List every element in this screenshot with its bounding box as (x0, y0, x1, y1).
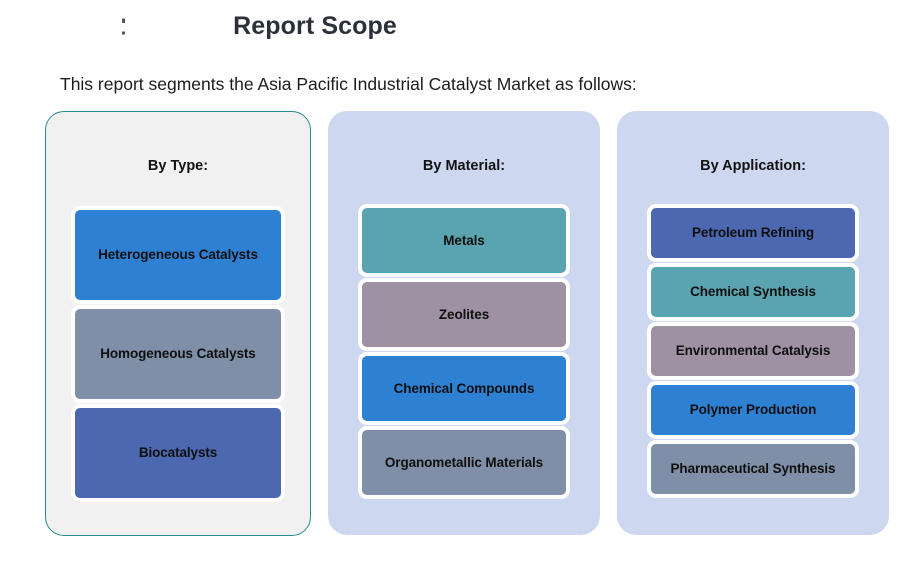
chip-environmental-catalysis[interactable]: Environmental Catalysis (647, 322, 859, 380)
chip-petroleum-refining[interactable]: Petroleum Refining (647, 204, 859, 262)
page-title: Report Scope (233, 12, 397, 40)
chip-stack-by-material: Metals Zeolites Chemical Compounds Organ… (328, 204, 600, 500)
chip-chemical-compounds[interactable]: Chemical Compounds (358, 352, 570, 425)
chip-zeolites[interactable]: Zeolites (358, 278, 570, 351)
panel-heading-by-material: By Material: (422, 158, 506, 174)
chip-homogeneous-catalysts[interactable]: Homogeneous Catalysts (71, 305, 285, 403)
panel-heading-by-application: By Application: (700, 158, 806, 174)
panel-heading-by-type: By Type: (147, 158, 209, 174)
chip-chemical-synthesis[interactable]: Chemical Synthesis (647, 263, 859, 321)
chip-metals[interactable]: Metals (358, 204, 570, 277)
chip-pharmaceutical-synthesis[interactable]: Pharmaceutical Synthesis (647, 440, 859, 498)
chip-heterogeneous-catalysts[interactable]: Heterogeneous Catalysts (71, 206, 285, 304)
segment-panel-by-application: By Application: Petroleum Refining Chemi… (617, 111, 889, 535)
segment-panel-by-material: By Material: Metals Zeolites Chemical Co… (328, 111, 600, 535)
chip-organometallic-materials[interactable]: Organometallic Materials (358, 426, 570, 499)
chip-polymer-production[interactable]: Polymer Production (647, 381, 859, 439)
segment-panel-by-type: By Type: Heterogeneous Catalysts Homogen… (45, 111, 311, 536)
chip-stack-by-application: Petroleum Refining Chemical Synthesis En… (617, 204, 889, 499)
chip-stack-by-type: Heterogeneous Catalysts Homogeneous Cata… (46, 206, 310, 503)
intro-description: This report segments the Asia Pacific In… (60, 74, 637, 94)
title-decoration-mark (122, 14, 125, 40)
chip-biocatalysts[interactable]: Biocatalysts (71, 404, 285, 502)
